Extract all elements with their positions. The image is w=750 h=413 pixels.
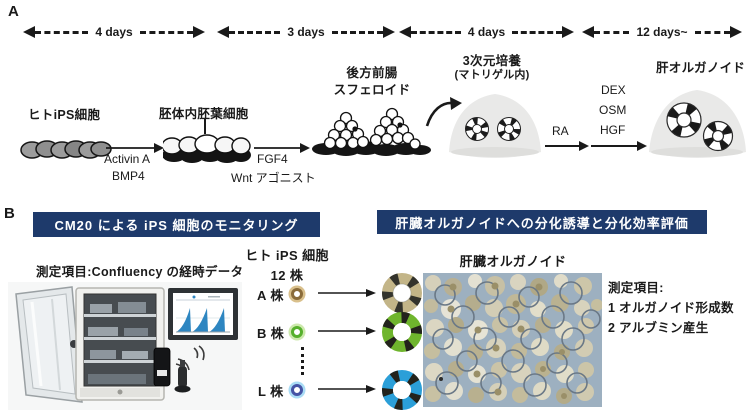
banner-differentiation: 肝臓オルガノイドへの分化誘導と分化効率評価 xyxy=(377,210,707,234)
strain-b-cell-icon xyxy=(288,323,306,341)
arrowhead-left-icon xyxy=(399,26,411,38)
dashed-line xyxy=(35,30,89,34)
curved-arrow-icon xyxy=(425,97,462,127)
strain-b-label: B 株 xyxy=(257,326,285,341)
arrowhead-left-icon xyxy=(217,26,229,38)
timeline-duration: 12 days~ xyxy=(636,25,688,39)
strain-a-cell-icon xyxy=(288,285,306,303)
factor-fgf4-label: FGF4 xyxy=(257,152,288,166)
arrowhead-left-icon xyxy=(582,26,594,38)
panel-b-label: B xyxy=(4,205,15,222)
right-arrow-icon xyxy=(545,141,589,151)
factor-wnt-label: Wnt アゴニスト xyxy=(231,171,316,185)
confluency-caption: 測定項目:Confluency の経時データ xyxy=(36,265,244,279)
sensor-device xyxy=(153,347,191,393)
microscopy-image xyxy=(423,273,602,407)
dashed-line xyxy=(229,30,281,34)
timeline-duration: 3 days xyxy=(287,25,325,39)
stage-3d-label-2: (マトリゲル内) xyxy=(454,69,530,81)
dashed-line xyxy=(139,30,194,34)
dashed-line xyxy=(594,30,630,34)
timeline-duration: 4 days xyxy=(95,25,133,39)
right-arrow-icon xyxy=(106,143,164,153)
incubator-photo xyxy=(8,282,242,410)
right-arrow-icon xyxy=(254,143,310,153)
pointer-line xyxy=(204,118,206,134)
factor-bmp4-label: BMP4 xyxy=(112,169,145,183)
dashed-line xyxy=(694,30,731,34)
dotted-connector xyxy=(301,347,304,375)
spheroid-illustration xyxy=(312,107,431,156)
strain-l-cell-icon xyxy=(288,381,306,399)
factor-hgf-label: HGF xyxy=(600,123,626,137)
panel-a-label: A xyxy=(8,3,19,20)
strain-a-label: A 株 xyxy=(257,288,284,303)
arrowhead-right-icon xyxy=(193,26,206,38)
timeline-segment-4: 12 days~ xyxy=(582,25,743,39)
stage-ips-label: ヒトiPS細胞 xyxy=(28,108,101,122)
dashed-line xyxy=(512,30,563,34)
stage-3d-label-1: 3次元培養 xyxy=(462,54,522,68)
timeline-segment-3: 4 days xyxy=(399,25,575,39)
banner-monitoring: CM20 による iPS 細胞のモニタリング xyxy=(33,212,320,237)
factor-osm-label: OSM xyxy=(599,103,627,117)
factor-dex-label: DEX xyxy=(601,83,626,97)
metrics-title: 測定項目: xyxy=(608,281,664,295)
strains-title: ヒト iPS 細胞 xyxy=(245,248,329,263)
matrigel-dome-illustration xyxy=(449,94,541,158)
right-arrow-icon xyxy=(318,327,376,335)
stage-liver-label: 肝オルガノイド xyxy=(656,61,746,75)
factor-ra-label: RA xyxy=(552,124,569,138)
dashed-line xyxy=(331,30,384,34)
factor-activin-label: Activin A xyxy=(104,152,151,166)
liver-organoid-dome-illustration xyxy=(649,90,746,158)
right-arrow-icon xyxy=(318,385,376,393)
arrowhead-right-icon xyxy=(562,26,575,38)
arrowhead-left-icon xyxy=(23,26,35,38)
definitive-endoderm-illustration xyxy=(163,134,251,163)
organoid-ring-l-icon xyxy=(382,370,422,410)
monitor-chart xyxy=(168,288,238,340)
organoid-ring-a-icon xyxy=(382,273,422,313)
timeline-segment-2: 3 days xyxy=(217,25,396,39)
organoid-ring-b-icon xyxy=(382,312,422,352)
arrowhead-right-icon xyxy=(383,26,396,38)
strain-l-label: L 株 xyxy=(258,384,284,399)
right-arrow-icon xyxy=(318,289,376,297)
arrowhead-right-icon xyxy=(730,26,743,38)
timeline-segment-1: 4 days xyxy=(23,25,206,39)
metric-1: 1 オルガノイド形成数 xyxy=(608,301,734,315)
stage-de-label: 胚体内胚葉細胞 xyxy=(159,107,249,121)
stage-spheroid-label-2: スフェロイド xyxy=(333,83,411,97)
right-arrow-icon xyxy=(591,141,647,151)
liver-organoid-title: 肝臓オルガノイド xyxy=(459,254,567,269)
stage-spheroid-label-1: 後方前腸 xyxy=(346,66,398,80)
strains-count: 12 株 xyxy=(270,268,304,283)
dashed-line xyxy=(411,30,461,34)
metric-2: 2 アルブミン産生 xyxy=(608,321,709,335)
ips-cells-illustration xyxy=(20,140,112,159)
timeline-duration: 4 days xyxy=(467,25,506,39)
